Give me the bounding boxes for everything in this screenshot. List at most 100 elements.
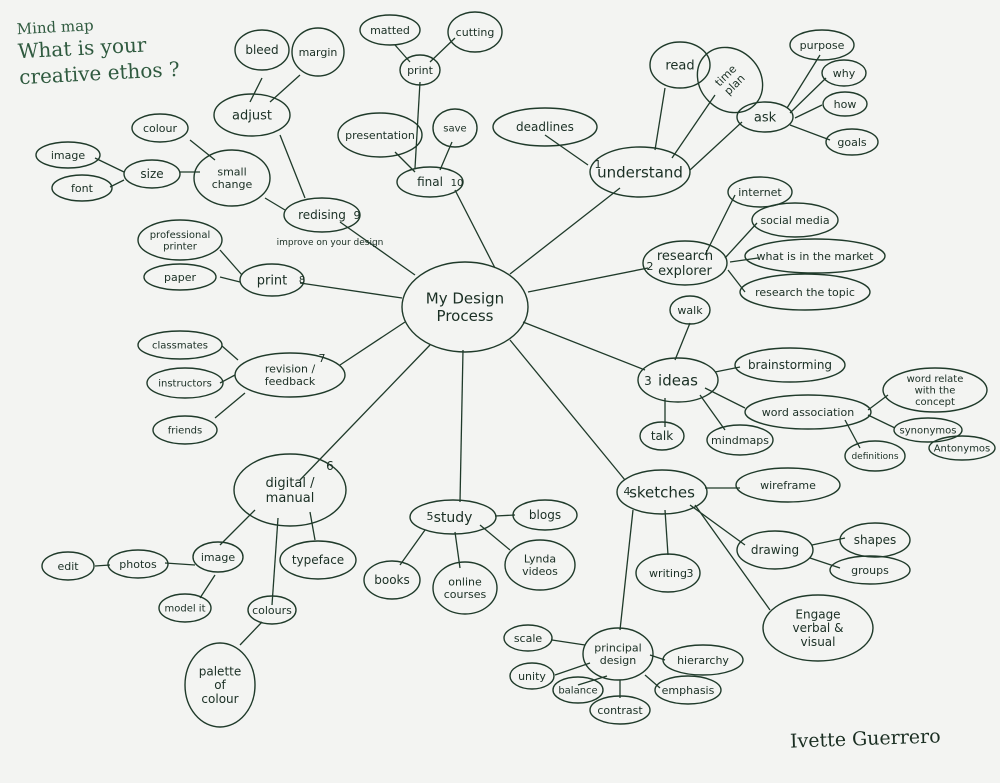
scale-bubble [503, 624, 553, 652]
save-label: save [443, 124, 466, 135]
classmates-label: classmates [152, 341, 208, 352]
digital-num: 6 [326, 459, 334, 473]
redesign-label: redising [298, 208, 346, 222]
presentation-bubble [337, 112, 423, 158]
brainstorming-label: brainstorming [748, 358, 832, 372]
synonyms-label: synonymos [900, 426, 957, 437]
ideas-label: ideas [658, 371, 698, 389]
image-1-label: image [51, 149, 85, 162]
market-label: what is in the market [757, 250, 875, 263]
hierarchy-bubble [662, 644, 744, 676]
ask-bubble [736, 101, 794, 133]
wireframe-label: wireframe [760, 479, 816, 492]
groups-bubble [829, 555, 911, 585]
purpose-label: purpose [800, 39, 845, 52]
cutting-label: cutting [456, 26, 495, 39]
final-label: final [417, 175, 443, 189]
emphasis-label: emphasis [662, 684, 715, 697]
lynda-bubble [504, 539, 576, 591]
writing-num: 3 [687, 567, 694, 580]
paper-bubble [143, 263, 217, 291]
drawing-bubble [736, 530, 814, 570]
print-label: print [257, 274, 288, 289]
colour-bubble [131, 113, 189, 143]
center-bubble [401, 261, 529, 353]
connectors [94, 37, 896, 698]
colour-label: colour [143, 122, 178, 135]
research-topic-label: research the topic [755, 286, 855, 299]
sketches-bubble [616, 469, 708, 515]
social-media-bubble [751, 202, 839, 238]
ideas-bubble [637, 357, 719, 403]
talk-label: talk [651, 429, 673, 443]
deadlines-label: deadlines [516, 120, 574, 134]
save-bubble [432, 108, 478, 148]
word-association-bubble [744, 394, 872, 430]
word-association-label: word association [762, 406, 854, 419]
market-bubble [744, 238, 886, 274]
antonyms-label: Antonymos [934, 444, 991, 455]
why-label: why [833, 67, 856, 80]
study-bubble [409, 499, 497, 535]
size-bubble [123, 159, 181, 189]
understand-bubble [589, 146, 691, 198]
goals-bubble [825, 128, 879, 156]
hierarchy-label: hierarchy [677, 654, 729, 667]
contrast-bubble [589, 695, 651, 725]
revision-bubble [234, 352, 346, 398]
shapes-bubble [839, 522, 911, 558]
colours-bubble [247, 595, 297, 625]
social-media-label: social media [760, 214, 829, 227]
palette-bubble [184, 642, 256, 728]
internet-label: internet [738, 186, 782, 199]
font-label: font [71, 182, 94, 195]
photos-bubble [107, 549, 169, 579]
books-label: books [374, 573, 410, 587]
edit-bubble [41, 551, 95, 581]
balance-label: balance [558, 686, 597, 697]
cutting-bubble [447, 11, 503, 53]
print-final-bubble [399, 54, 441, 86]
bleed-label: bleed [245, 43, 278, 57]
professional-printer-bubble [137, 219, 223, 261]
paper-label: paper [164, 271, 196, 284]
presentation-label: presentation [345, 129, 415, 142]
research-num: 2 [647, 260, 654, 273]
word-relate-bubble [882, 367, 988, 413]
goals-label: goals [837, 136, 867, 149]
redesign-sub: improve on your design [277, 238, 384, 248]
edit-label: edit [57, 560, 79, 573]
time-plan-label: timeplan [712, 62, 748, 98]
print-num: 8 [299, 275, 305, 286]
understand-label: understand [597, 163, 683, 181]
walk-label: walk [677, 304, 703, 317]
adjust-label: adjust [232, 109, 272, 124]
image-1-bubble [35, 141, 101, 169]
drawing-label: drawing [751, 543, 799, 557]
image-2-bubble [192, 541, 244, 573]
friends-label: friends [168, 426, 202, 437]
synonyms-bubble [893, 417, 963, 443]
colours-label: colours [252, 604, 292, 617]
revision-num: 7 [319, 352, 326, 365]
ask-label: ask [754, 111, 777, 126]
digital-label: digital /manual [266, 476, 316, 506]
model-it-label: model it [164, 604, 205, 615]
adjust-bubble [213, 93, 291, 137]
sketches-label: sketches [629, 483, 695, 501]
books-bubble [363, 560, 421, 600]
bleed-bubble [234, 29, 290, 71]
print-final-label: print [407, 64, 434, 77]
online-courses-bubble [432, 561, 498, 615]
engage-bubble [762, 594, 874, 662]
font-bubble [51, 174, 113, 202]
